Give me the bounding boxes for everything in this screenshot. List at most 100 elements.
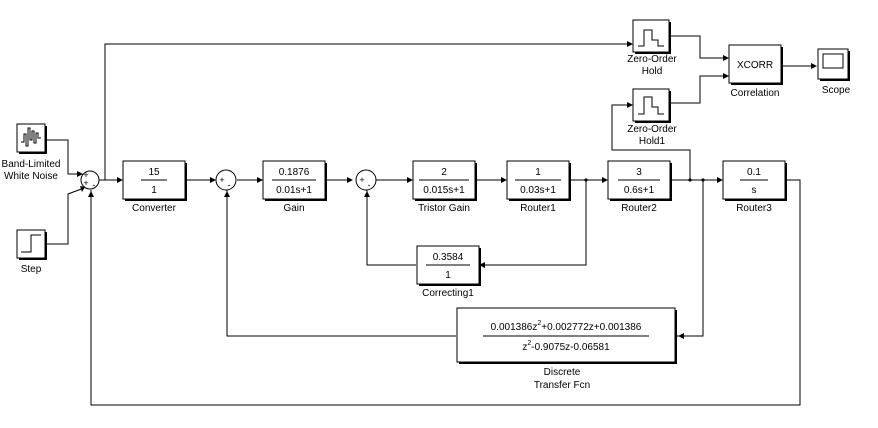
sum1-sign-top: + — [83, 170, 88, 180]
dtf-numerator: 0.001386z2+0.002772z+0.001386 — [491, 320, 642, 333]
router3-numerator: 0.1 — [747, 167, 761, 178]
discrete-transfer-fcn-block[interactable]: 0.001386z2+0.002772z+0.001386 z2-0.9075z… — [456, 307, 677, 391]
arrowhead — [117, 177, 123, 183]
gain-numerator: 0.1876 — [279, 167, 310, 178]
tristor-denominator: 0.015s+1 — [423, 185, 465, 196]
arrowhead — [501, 177, 507, 183]
sum-block-2[interactable]: + - — [215, 169, 237, 191]
sum2-sign-left: + — [219, 175, 224, 185]
sum3-sign-left: + — [359, 175, 364, 185]
arrowhead — [224, 191, 230, 197]
junction-dot — [688, 178, 692, 182]
band-limited-white-noise-block[interactable]: Band-Limited White Noise — [2, 123, 61, 182]
router3-block[interactable]: 0.1 s Router3 — [722, 160, 787, 214]
zero-order-hold-block[interactable]: Zero-Order Hold — [627, 19, 677, 77]
junction-dot — [584, 178, 588, 182]
step-block[interactable]: Step — [16, 229, 47, 275]
arrowhead — [678, 333, 684, 339]
zoh-label-1: Zero-Order — [627, 54, 677, 65]
junctions — [584, 178, 705, 182]
converter-block[interactable]: 15 1 Converter — [122, 160, 187, 214]
step-waveform-icon — [21, 234, 41, 253]
gain-block[interactable]: 0.1876 0.01s+1 Gain — [262, 160, 327, 214]
tristor-gain-block[interactable]: 2 0.015s+1 Tristor Gain — [412, 160, 477, 214]
arrowhead — [479, 262, 485, 268]
correcting1-block[interactable]: 0.3584 1 Correcting1 — [416, 245, 481, 299]
gain-denominator: 0.01s+1 — [276, 185, 312, 196]
dtf-label-1: Discrete — [544, 367, 581, 378]
wire-router1-correcting1 — [480, 180, 587, 266]
wire-router2-dtf — [677, 180, 704, 337]
zoh-staircase-icon — [638, 29, 664, 47]
dtf-denominator: z2-0.9075z-0.06581 — [522, 340, 610, 353]
arrowhead — [627, 41, 633, 47]
correcting1-numerator: 0.3584 — [433, 252, 464, 263]
noise-label-2: White Noise — [4, 171, 58, 182]
zoh1-label-2: Hold1 — [639, 136, 666, 147]
arrowheads — [77, 41, 817, 339]
wire-branch-zoh — [104, 43, 632, 180]
sum3-sign-bottom: - — [368, 180, 371, 190]
step-label: Step — [21, 264, 42, 275]
noise-waveform-icon — [21, 127, 41, 147]
wire-step-sum1 — [45, 187, 85, 245]
wire-noise-sum1 — [45, 139, 82, 175]
converter-label: Converter — [132, 203, 177, 214]
sum-block-3[interactable]: + - — [355, 169, 377, 191]
zero-order-hold1-block[interactable]: Zero-Order Hold1 — [627, 88, 677, 147]
arrowhead — [77, 171, 83, 177]
sum1-sign-left: + — [83, 178, 88, 188]
sum-block-1[interactable]: + + - — [80, 170, 100, 190]
converter-numerator: 15 — [148, 167, 160, 178]
arrowhead — [717, 177, 723, 183]
sum1-sign-bottom: - — [93, 180, 96, 190]
noise-label-1: Band-Limited — [2, 159, 61, 170]
router3-denominator: s — [752, 185, 757, 196]
arrowhead — [80, 186, 85, 192]
tristor-label: Tristor Gain — [418, 203, 470, 214]
arrowhead — [88, 191, 94, 197]
router1-block[interactable]: 1 0.03s+1 Router1 — [506, 160, 571, 214]
wire-dtf-sum2 — [226, 190, 456, 337]
correlation-block[interactable]: XCORR Correlation — [728, 44, 783, 99]
arrowhead — [811, 63, 817, 69]
router3-label: Router3 — [736, 203, 772, 214]
router2-label: Router2 — [621, 203, 657, 214]
router2-block[interactable]: 3 0.6s+1 Router2 — [607, 160, 672, 214]
scope-screen-icon — [822, 53, 844, 69]
router1-denominator: 0.03s+1 — [520, 185, 556, 196]
router2-numerator: 3 — [636, 167, 642, 178]
zoh-label-2: Hold — [642, 66, 663, 77]
zoh1-staircase-icon — [638, 96, 664, 115]
arrowhead — [723, 73, 729, 79]
router1-numerator: 1 — [535, 167, 541, 178]
scope-label: Scope — [822, 85, 851, 96]
arrowhead — [347, 177, 353, 183]
correcting1-label: Correcting1 — [422, 288, 474, 299]
tristor-numerator: 2 — [441, 167, 447, 178]
zoh1-label-1: Zero-Order — [627, 124, 677, 135]
correcting1-denominator: 1 — [445, 270, 451, 281]
correlation-label: Correlation — [731, 88, 780, 99]
sum2-sign-bottom: - — [228, 180, 231, 190]
wire-router2-zoh1 — [611, 104, 691, 180]
wire-zoh-xcorr — [670, 35, 728, 59]
arrowhead — [257, 177, 263, 183]
converter-denominator: 1 — [151, 185, 157, 196]
dtf-label-2: Transfer Fcn — [534, 380, 590, 391]
xcorr-text: XCORR — [737, 60, 773, 71]
wire-zoh1-xcorr — [670, 75, 728, 104]
wire-router3-sum1 — [90, 179, 801, 406]
arrowhead — [602, 177, 608, 183]
gain-label: Gain — [283, 203, 304, 214]
wire-correcting1-sum3 — [366, 190, 416, 266]
router1-label: Router1 — [520, 203, 556, 214]
arrowhead — [210, 177, 216, 183]
arrowhead — [364, 191, 370, 197]
scope-block[interactable]: Scope — [817, 48, 851, 96]
router2-denominator: 0.6s+1 — [624, 185, 655, 196]
junction-dot — [701, 178, 705, 182]
wires — [45, 35, 816, 406]
